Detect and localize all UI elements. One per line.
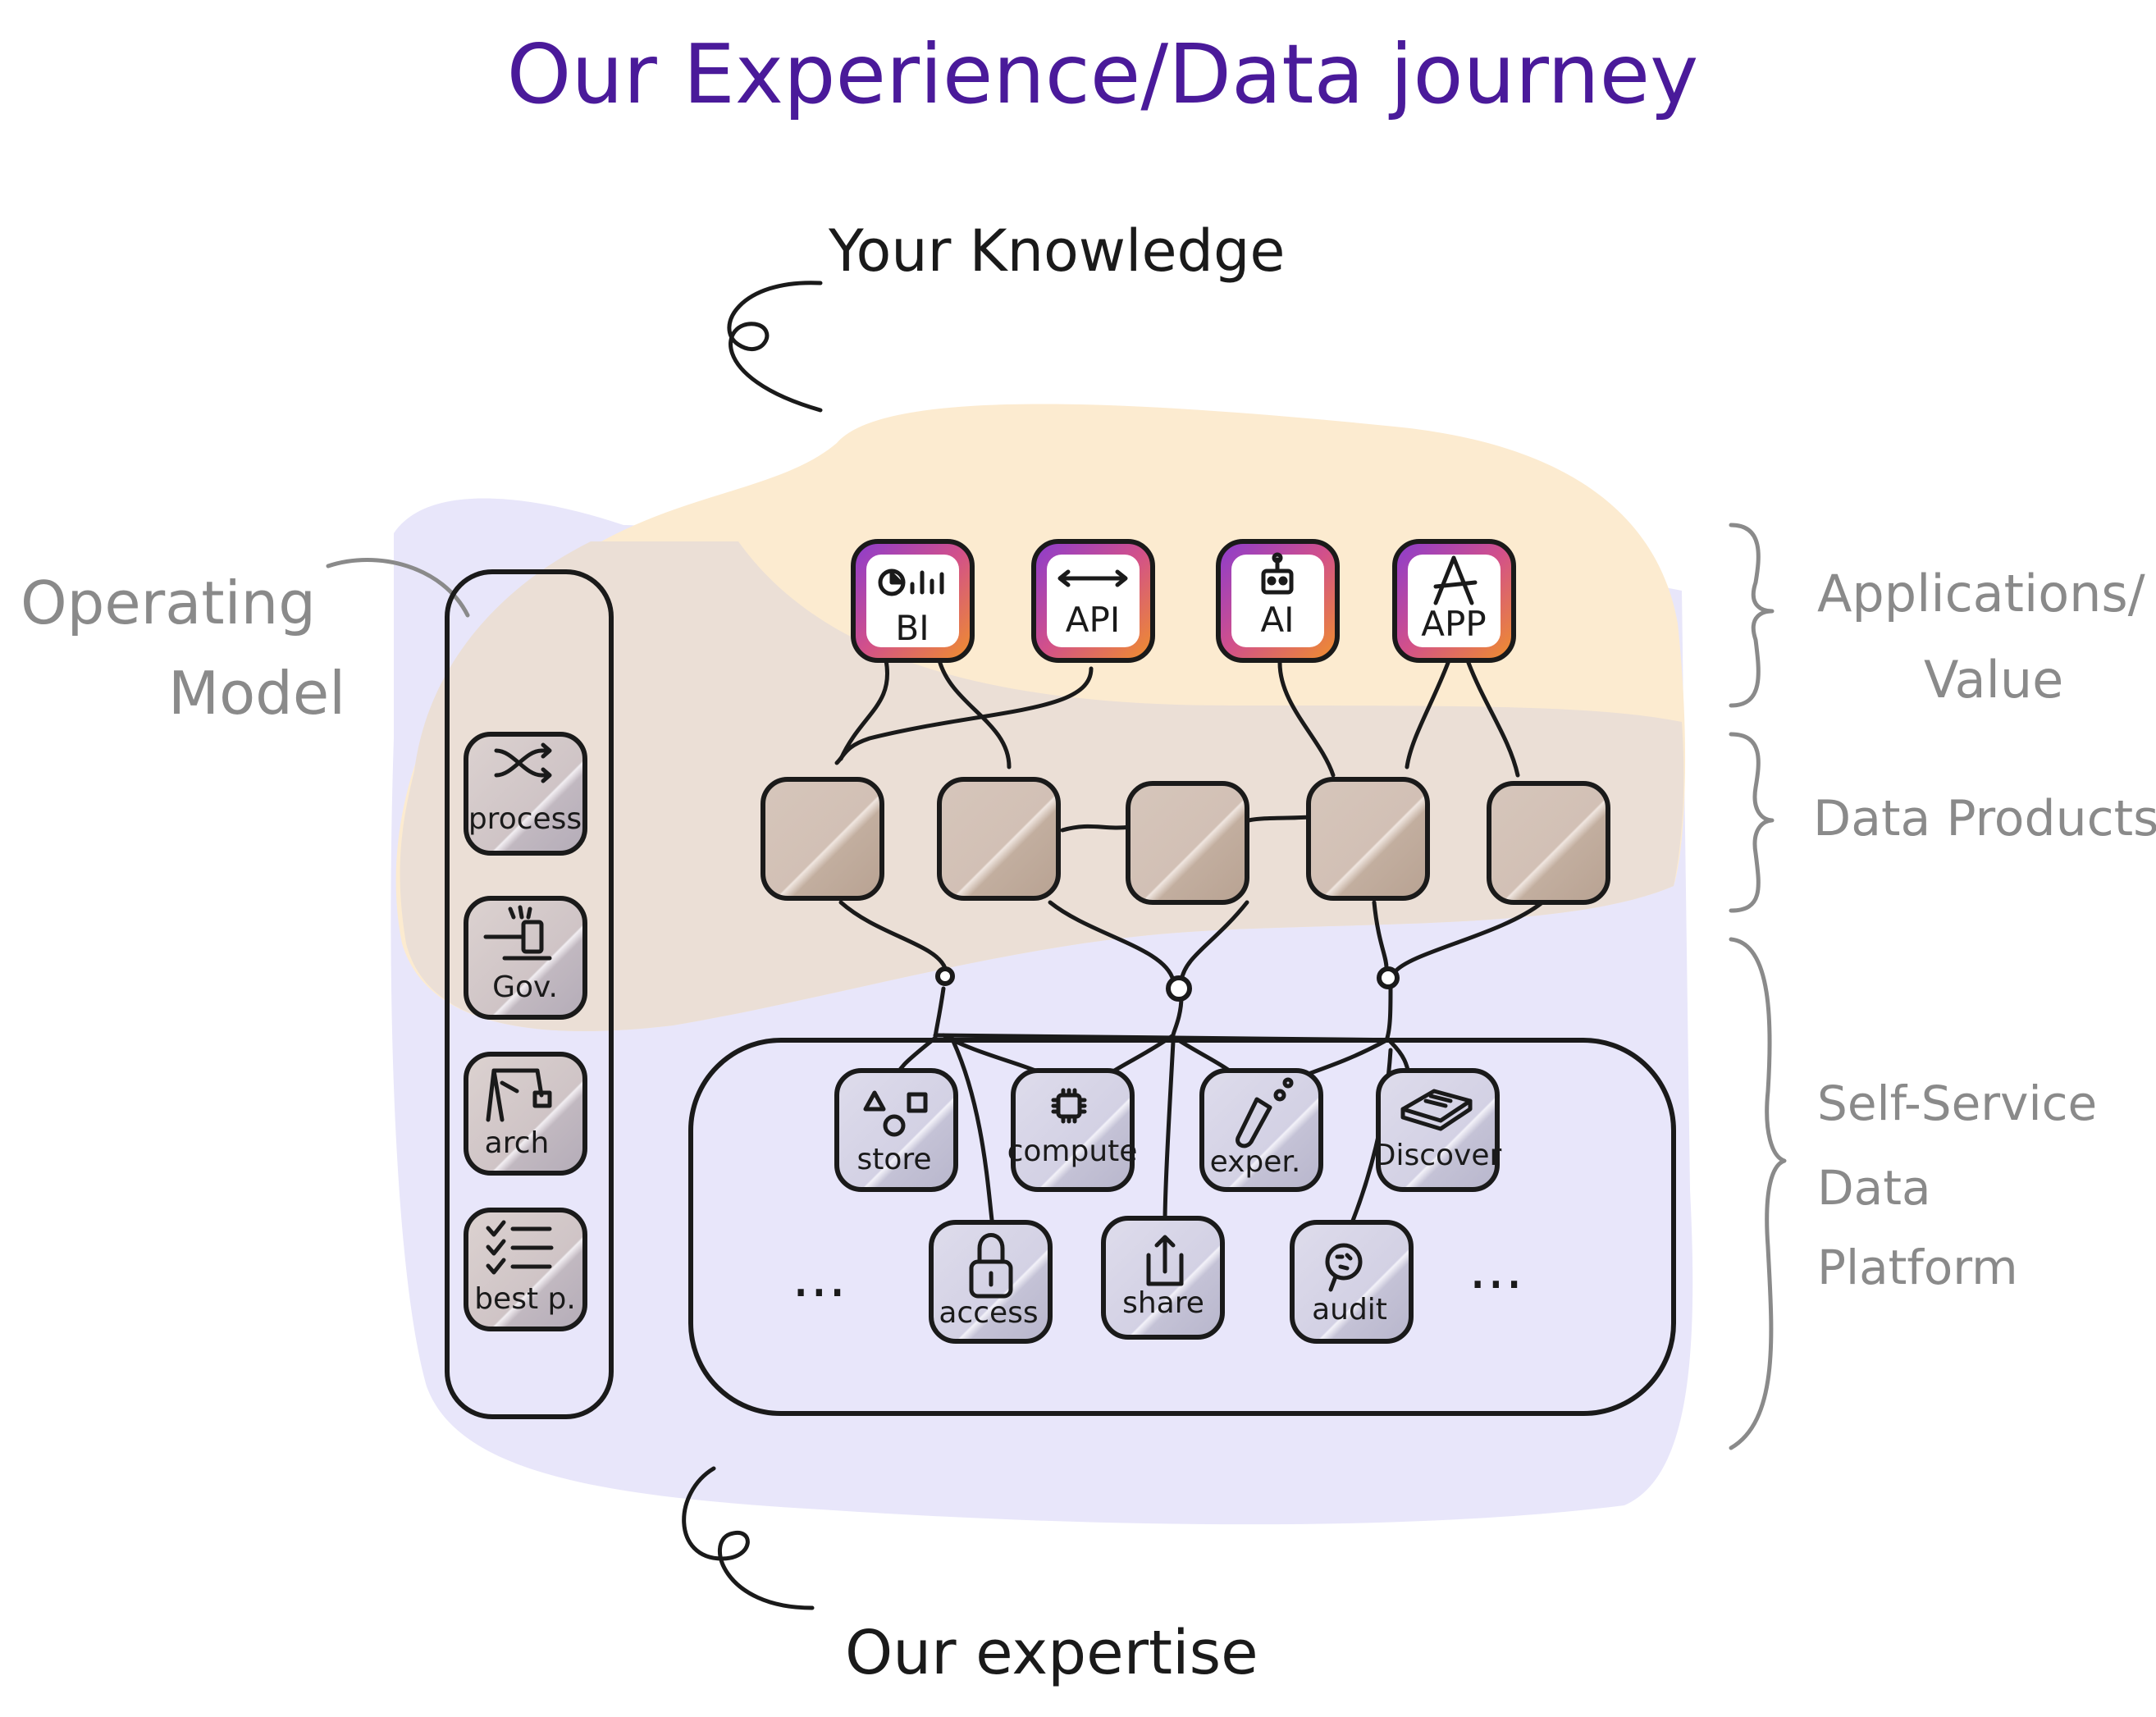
platform-tile-compute-label: compute <box>1007 1135 1138 1168</box>
platform-tile-audit[interactable]: audit <box>1290 1220 1414 1344</box>
gavel-icon <box>483 905 552 961</box>
book-icon <box>1400 1089 1473 1131</box>
platform-layer-label-2: Data <box>1817 1160 1931 1216</box>
expertise-pointer <box>682 1466 815 1610</box>
junction-nodes <box>935 966 1400 1002</box>
data-product-tile[interactable] <box>1126 781 1249 905</box>
platform-tile-experiment-label: exper. <box>1210 1145 1301 1179</box>
platform-tile-share-label: share <box>1122 1286 1204 1320</box>
platform-tile-share[interactable]: share <box>1101 1216 1225 1340</box>
robot-icon <box>1261 552 1294 595</box>
app-tile-api-label: API <box>1066 600 1120 640</box>
platform-tile-access[interactable]: access <box>929 1220 1053 1344</box>
op-tile-process-label: process <box>468 802 582 836</box>
data-products-layer-label: Data Products <box>1813 790 2156 847</box>
operating-model-label-1: Operating <box>21 569 316 637</box>
app-tile-ai-label: AI <box>1260 600 1294 640</box>
data-product-tile[interactable] <box>761 777 884 901</box>
app-tile-app[interactable]: APP <box>1392 539 1516 663</box>
app-tile-bi-label: BI <box>895 608 929 648</box>
data-product-tiles <box>761 777 1610 905</box>
expertise-label: Our expertise <box>845 1618 1258 1688</box>
data-product-tile[interactable] <box>1306 777 1430 901</box>
app-tile-api[interactable]: API <box>1031 539 1155 663</box>
platform-tile-experiment[interactable]: exper. <box>1199 1068 1323 1192</box>
chip-icon <box>1051 1088 1087 1124</box>
application-tiles: BI API AI <box>851 539 1516 663</box>
platform-tile-compute[interactable]: compute <box>1007 1068 1138 1192</box>
op-tile-gov-label: Gov. <box>492 970 558 1004</box>
platform-brace <box>1729 937 1787 1450</box>
platform-tile-audit-label: audit <box>1312 1293 1387 1327</box>
platform-tile-store[interactable]: store <box>834 1068 958 1192</box>
platform-tile-store-label: store <box>856 1143 931 1176</box>
op-tile-best-practices[interactable]: best p. <box>464 1208 587 1331</box>
checklist-icon <box>486 1220 554 1275</box>
data-product-tile[interactable] <box>937 777 1061 901</box>
crane-icon <box>486 1068 552 1122</box>
platform-tile-discover-label: Discover <box>1373 1139 1502 1172</box>
knowledge-label: Your Knowledge <box>828 217 1285 285</box>
data-products-brace <box>1729 732 1775 913</box>
shapes-icon <box>863 1090 928 1137</box>
platform-tile-discover[interactable]: Discover <box>1373 1068 1502 1192</box>
app-tile-ai[interactable]: AI <box>1216 539 1340 663</box>
platform-tiles-row-2: ... access share audit ... <box>792 1216 1523 1344</box>
operating-model-label-2: Model <box>168 659 345 728</box>
test-tube-icon <box>1236 1077 1294 1148</box>
applications-brace <box>1729 523 1775 708</box>
applications-layer-label-2: Value <box>1924 650 2063 710</box>
platform-ellipsis-right: ... <box>1469 1235 1523 1302</box>
op-tile-arch[interactable]: arch <box>464 1052 587 1176</box>
op-tile-process[interactable]: process <box>464 732 587 856</box>
data-product-tile[interactable] <box>1487 781 1610 905</box>
platform-layer-label-1: Self-Service <box>1817 1075 2097 1131</box>
padlock-icon <box>969 1233 1013 1299</box>
double-arrow-icon <box>1057 569 1128 587</box>
op-tile-arch-label: arch <box>485 1126 550 1160</box>
operating-model-column <box>445 569 614 1419</box>
knowledge-pointer <box>727 281 823 413</box>
op-tile-best-practices-label: best p. <box>474 1282 576 1316</box>
app-store-icon <box>1433 555 1478 605</box>
magnifier-icon <box>1325 1243 1363 1292</box>
op-tile-gov[interactable]: Gov. <box>464 896 587 1020</box>
app-tile-bi[interactable]: BI <box>851 539 975 663</box>
applications-layer-label-1: Applications/ <box>1817 564 2145 623</box>
connection-lines <box>834 658 1545 1241</box>
app-tile-app-label: APP <box>1421 604 1486 644</box>
operating-model-tiles: process Gov. arch <box>464 732 587 1331</box>
shuffle-icon <box>494 742 552 783</box>
share-icon <box>1146 1235 1184 1286</box>
platform-tiles-row-1: store compute exper. <box>834 1068 1502 1192</box>
operating-model-pointer <box>326 558 470 618</box>
platform-tile-access-label: access <box>939 1296 1038 1330</box>
platform-ellipsis-left: ... <box>792 1243 847 1310</box>
page-title: Our Experience/Data journey <box>507 26 1699 122</box>
pie-bar-chart-icon <box>878 569 944 596</box>
platform-layer-label-3: Platform <box>1817 1240 2018 1295</box>
